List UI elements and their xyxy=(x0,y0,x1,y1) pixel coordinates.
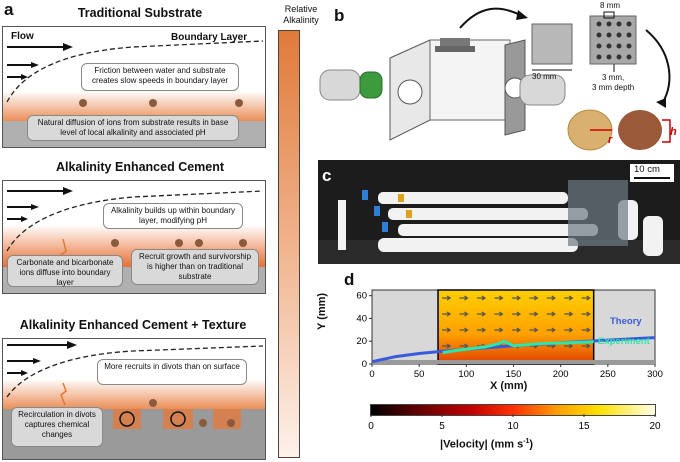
note-ions: Carbonate and bicarbonate ions diffuse i… xyxy=(7,255,123,287)
panel-a-label: a xyxy=(4,0,14,19)
y-tick-label: 0 xyxy=(362,359,367,370)
colorbar-label: |Velocity| (mm s-1) xyxy=(440,438,533,451)
velocity-vector xyxy=(511,327,522,333)
note-buildup: Alkalinity builds up within boundary lay… xyxy=(103,203,243,229)
velocity-vector xyxy=(564,343,574,349)
velocity-vector xyxy=(459,295,469,301)
flume-photo-art xyxy=(318,164,680,264)
panel-d-label: d xyxy=(344,270,355,289)
flow-label: Flow xyxy=(11,31,34,42)
velocity-vector xyxy=(494,327,504,333)
colorbar-tick-label: 15 xyxy=(578,421,590,432)
panel-b-label: b xyxy=(334,6,345,25)
velocity-vector xyxy=(442,311,452,317)
scale-bar-label: 10 cm xyxy=(634,164,660,175)
boundary-layer-label: Boundary Layer xyxy=(171,32,248,43)
traditional-title: Traditional Substrate xyxy=(77,6,203,20)
colorbar-label-close: ) xyxy=(529,438,534,451)
velocity-vector xyxy=(442,327,452,333)
velocity-vector xyxy=(476,295,487,301)
velocity-vector xyxy=(442,343,452,349)
x-tick-label: 300 xyxy=(647,369,663,380)
velocity-vector xyxy=(442,295,452,301)
radius-label: r xyxy=(608,134,613,146)
x-tick-label: 150 xyxy=(506,369,522,380)
velocity-chart: 0 50 100 150 200 250 300 0 20 40 60 xyxy=(356,289,663,380)
velocity-vector xyxy=(581,311,591,317)
colorbar-tick-label: 0 xyxy=(368,421,374,432)
velocity-vector xyxy=(581,295,591,301)
hole-size-label: 3 mm, 3 mm depth xyxy=(592,73,634,93)
note-diffusion: Natural diffusion of ions from substrate… xyxy=(27,115,239,141)
series-experiment xyxy=(442,339,594,355)
hole-spacing-label: 8 mm xyxy=(600,1,620,10)
colorbar-label-text: |Velocity| (mm s xyxy=(440,438,524,451)
velocity-vector xyxy=(581,343,591,349)
note-friction: Friction between water and substrate cre… xyxy=(81,63,239,91)
velocity-vector xyxy=(511,311,522,317)
velocity-vector xyxy=(581,327,591,333)
plate-width-label: 30 mm xyxy=(532,72,557,81)
flume-diagram xyxy=(319,7,671,151)
velocity-vector xyxy=(546,295,556,301)
hole-size-line2: 3 mm depth xyxy=(592,83,635,92)
traditional-box: Flow Boundary Layer Friction between wat… xyxy=(2,26,266,148)
alkalinity-label-line1: Relative xyxy=(284,4,318,14)
texture-box: More recruits in divots than on surface … xyxy=(2,338,266,460)
y-tick-label: 20 xyxy=(356,336,367,347)
flume-photo xyxy=(318,160,680,264)
velocity-vector xyxy=(494,295,504,301)
substrate-strip xyxy=(372,360,655,364)
velocity-vector xyxy=(546,311,556,317)
velocity-vector xyxy=(494,311,504,317)
velocity-vector xyxy=(476,327,487,333)
colorbar-tick-label: 5 xyxy=(439,421,445,432)
y-tick-label: 60 xyxy=(356,291,367,302)
velocity-heatmap xyxy=(437,289,595,365)
alkalinity-label: Relative Alkalinity xyxy=(268,4,334,26)
texture-title: Alkalinity Enhanced Cement + Texture xyxy=(19,318,247,332)
velocity-vector xyxy=(529,311,539,317)
legend-experiment: Experiment xyxy=(598,336,650,347)
legend-theory: Theory xyxy=(610,316,642,327)
colorbar-label-sup: -1 xyxy=(523,438,530,445)
x-tick-label: 250 xyxy=(600,369,616,380)
x-tick-label: 100 xyxy=(458,369,474,380)
note-recruit: Recruit growth and survivorship is highe… xyxy=(131,249,259,285)
alkalinity-bar xyxy=(278,30,300,458)
colorbar-tick-label: 20 xyxy=(649,421,661,432)
velocity-vector xyxy=(459,311,469,317)
x-axis-label: X (mm) xyxy=(490,380,528,392)
velocity-vector xyxy=(476,311,487,317)
x-tick-label: 50 xyxy=(414,369,425,380)
y-axis-label: Y (mm) xyxy=(316,292,328,330)
panel-c-label: c xyxy=(322,166,332,185)
x-tick-label: 0 xyxy=(369,369,374,380)
height-label: h xyxy=(670,126,677,138)
colorbar-tick-label: 10 xyxy=(507,421,519,432)
y-tick-label: 40 xyxy=(356,313,367,324)
alkalinity-label-line2: Alkalinity xyxy=(283,15,319,25)
velocity-vector xyxy=(459,343,469,349)
velocity-vector xyxy=(564,295,574,301)
velocity-vector xyxy=(511,295,522,301)
x-tick-label: 200 xyxy=(553,369,569,380)
note-divots: More recruits in divots than on surface xyxy=(97,359,247,385)
note-recirculation: Recirculation in divots captures chemica… xyxy=(11,407,103,447)
enhanced-title: Alkalinity Enhanced Cement xyxy=(55,160,225,174)
velocity-vector xyxy=(459,327,469,333)
velocity-vector xyxy=(529,327,539,333)
velocity-vector xyxy=(564,311,574,317)
enhanced-box: Alkalinity builds up within boundary lay… xyxy=(2,180,266,294)
velocity-vector xyxy=(564,327,574,333)
velocity-vector xyxy=(546,327,556,333)
velocity-vector xyxy=(529,295,539,301)
boundary-layer-curve xyxy=(6,40,264,107)
hole-size-line1: 3 mm, xyxy=(602,73,625,82)
colorbar-ticks: 0 5 10 15 20 xyxy=(368,414,661,432)
